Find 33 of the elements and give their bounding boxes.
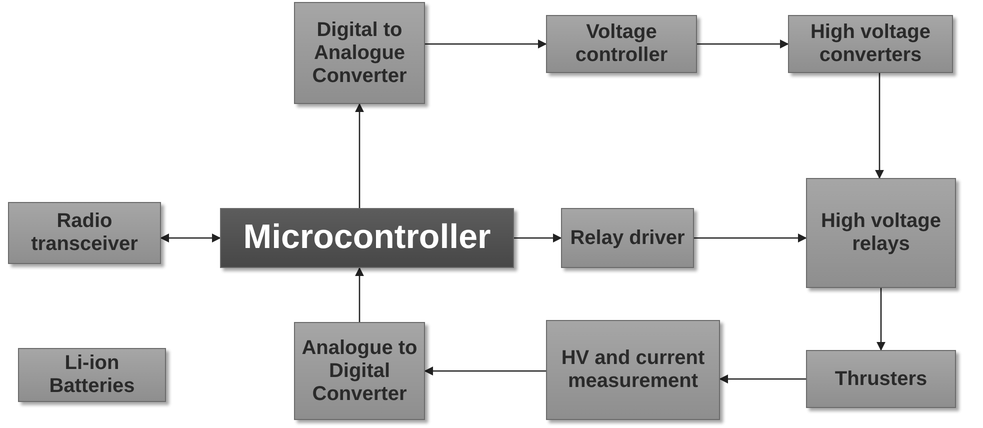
arrow xyxy=(424,366,546,376)
arrow xyxy=(425,39,547,49)
arrow xyxy=(874,73,884,179)
arrow xyxy=(876,288,886,351)
process-box xyxy=(8,202,161,264)
arrow xyxy=(694,233,807,243)
box-label: Radio transceiver xyxy=(30,209,139,257)
box-label: Thrusters xyxy=(834,366,928,392)
box-label: Microcontroller xyxy=(242,217,492,258)
box-label: Relay driver xyxy=(569,226,686,250)
process-box xyxy=(220,208,514,268)
box-label: High voltage converters xyxy=(809,20,932,68)
process-box xyxy=(788,15,953,73)
arrow xyxy=(354,267,364,322)
process-box xyxy=(294,322,425,420)
box-label: High voltage relays xyxy=(820,209,942,257)
arrow xyxy=(697,39,789,49)
process-box xyxy=(546,15,697,73)
arrow xyxy=(160,233,221,243)
process-box xyxy=(806,350,956,408)
process-box xyxy=(546,320,720,420)
arrow xyxy=(354,103,364,208)
process-box xyxy=(561,208,694,268)
box-label: Analogue to Digital Converter xyxy=(300,336,418,406)
process-box xyxy=(806,178,956,288)
box-label: HV and current measurement xyxy=(560,346,706,394)
process-box xyxy=(294,2,425,104)
arrow xyxy=(514,233,562,243)
arrow xyxy=(719,374,806,384)
process-box xyxy=(18,348,166,402)
box-label: Digital to Analogue Converter xyxy=(311,18,408,88)
box-label: Voltage controller xyxy=(574,20,669,68)
box-label: Li-ion Batteries xyxy=(48,351,136,399)
